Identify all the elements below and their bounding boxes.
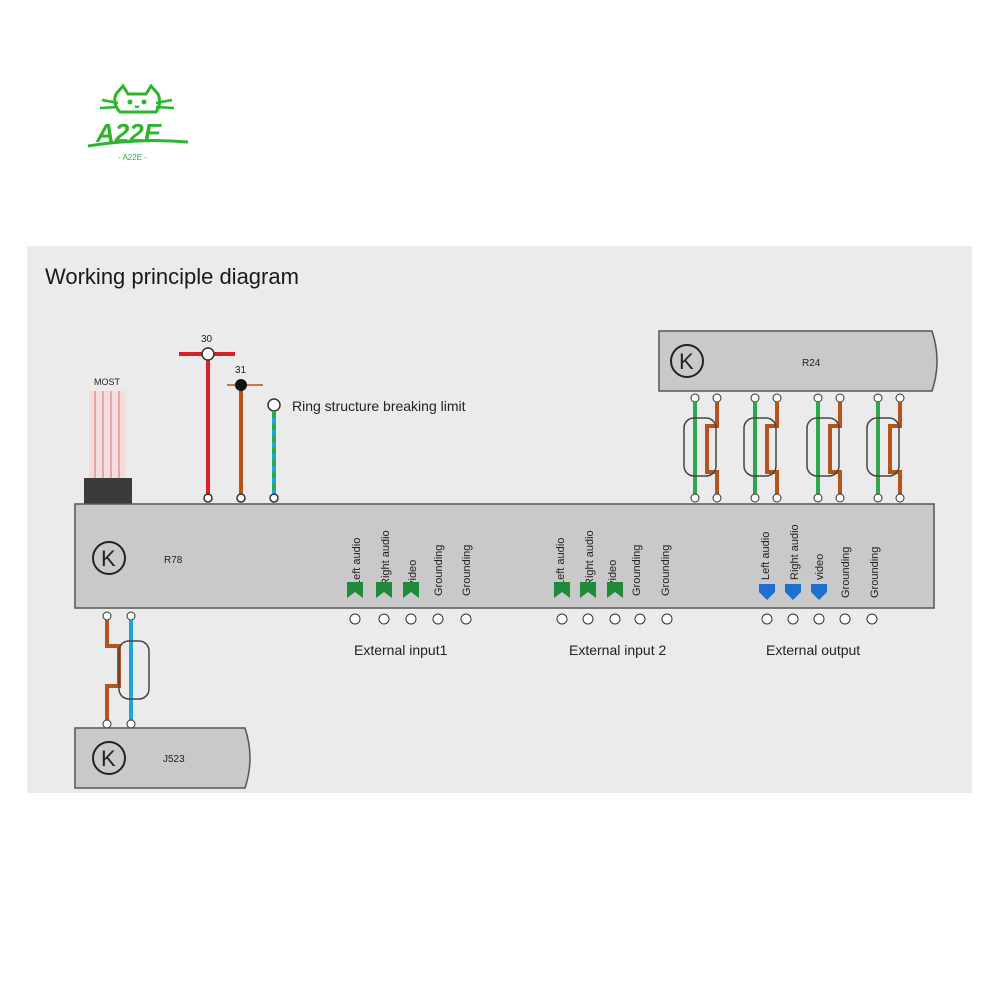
terminal-31: 31 bbox=[227, 365, 263, 503]
most-fiber: MOST bbox=[84, 377, 132, 504]
external-input1-label: External input1 bbox=[354, 642, 448, 658]
external-output-label: External output bbox=[766, 642, 860, 658]
pin-group-input2: Left audio Right audio video Grounding G… bbox=[554, 530, 673, 658]
wiring-diagram: MOST 30 31 Ring structure breaking limit bbox=[74, 330, 938, 789]
pin-label: Grounding bbox=[631, 545, 643, 596]
pin-label: video bbox=[607, 560, 619, 586]
diagram-photo: Working principle diagram MOST 30 31 bbox=[27, 246, 972, 793]
j523-logo-glyph: K bbox=[101, 746, 116, 771]
ring-break-label: Ring structure breaking limit bbox=[292, 398, 466, 414]
r24-cables bbox=[683, 393, 905, 503]
pin-label: video bbox=[407, 560, 419, 586]
logo-subtext: - A22E - bbox=[118, 153, 147, 162]
j523-cable bbox=[102, 611, 150, 729]
pin-label: Left audio bbox=[760, 532, 772, 580]
terminal-30: 30 bbox=[179, 334, 235, 503]
external-input2-label: External input 2 bbox=[569, 642, 666, 658]
pin-label: Grounding bbox=[660, 545, 672, 596]
diagram-title: Working principle diagram bbox=[45, 264, 299, 289]
pin-label: Right audio bbox=[584, 530, 596, 586]
most-label: MOST bbox=[94, 377, 121, 387]
pin-group-input1: Left audio Right audio video Grounding G… bbox=[347, 530, 473, 658]
cat-logo-icon: A22E - A22E - bbox=[87, 83, 189, 162]
pin-label: Grounding bbox=[461, 545, 473, 596]
pin-label: Right audio bbox=[380, 530, 392, 586]
r78-label: R78 bbox=[164, 555, 183, 566]
pin-group-output: Left audio Right audio video Grounding G… bbox=[759, 524, 881, 658]
pin-label: Left audio bbox=[351, 538, 363, 586]
terminal-31-label: 31 bbox=[235, 365, 247, 376]
module-j523: K J523 bbox=[74, 727, 251, 789]
j523-label: J523 bbox=[163, 754, 185, 765]
pin-label: Grounding bbox=[840, 547, 852, 598]
brand-logo: A22E - A22E - bbox=[87, 83, 198, 164]
pin-label: video bbox=[814, 554, 826, 580]
r24-logo-glyph: K bbox=[679, 349, 694, 374]
ring-break-wire: Ring structure breaking limit bbox=[267, 398, 466, 503]
pin-label: Left audio bbox=[555, 538, 567, 586]
pin-label: Right audio bbox=[789, 524, 801, 580]
most-connector bbox=[84, 478, 132, 504]
r24-label: R24 bbox=[802, 358, 821, 369]
terminal-30-label: 30 bbox=[201, 334, 213, 345]
pin-label: Grounding bbox=[869, 547, 881, 598]
module-r24: K R24 bbox=[658, 330, 938, 392]
module-r78: K R78 bbox=[74, 503, 935, 609]
pin-label: Grounding bbox=[433, 545, 445, 596]
r78-logo-glyph: K bbox=[101, 546, 116, 571]
